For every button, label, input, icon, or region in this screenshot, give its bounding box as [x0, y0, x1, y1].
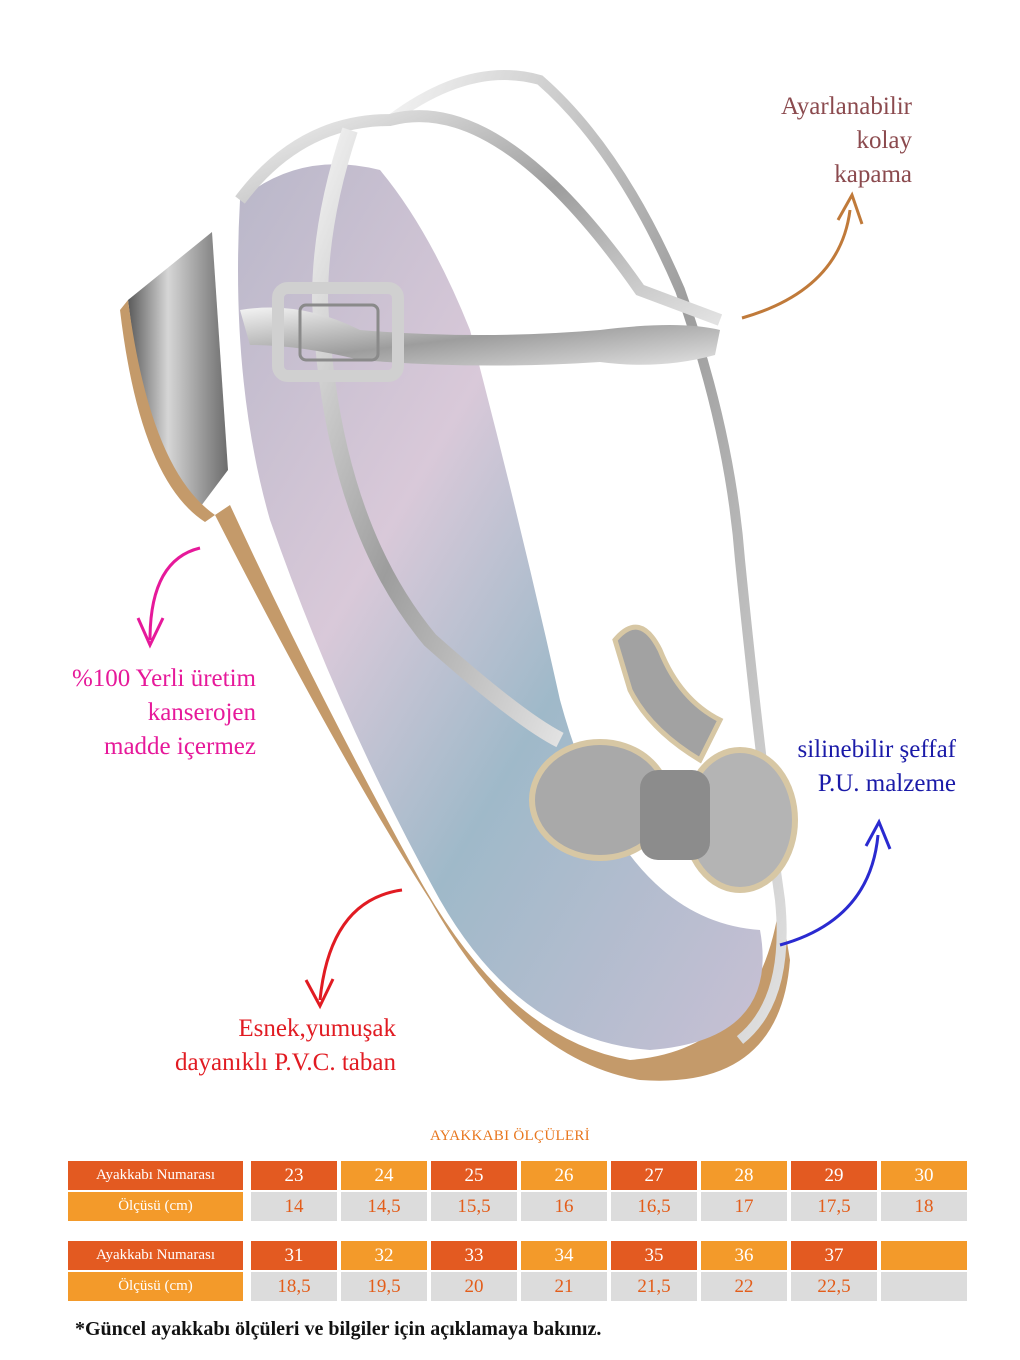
size-number: 25	[431, 1161, 517, 1190]
heel-tip	[120, 300, 215, 522]
arrow-closure	[741, 209, 852, 320]
size-row-numbers-1: Ayakkabı Numarası 23 24 25 26 27 28 29 3…	[68, 1161, 971, 1190]
callout-line: madde içermez	[104, 733, 256, 760]
arrow-local	[148, 546, 201, 641]
size-cm: 21	[521, 1272, 607, 1301]
callout-line: silinebilir şeffaf	[797, 736, 956, 763]
callout-line: dayanıklı P.V.C. taban	[174, 1049, 396, 1076]
size-number: 32	[341, 1241, 427, 1270]
callout-pu-material: silinebilir şeffaf P.U. malzeme	[720, 733, 956, 801]
callout-line: %100 Yerli üretim	[71, 665, 256, 692]
callout-line: P.U. malzeme	[817, 770, 956, 797]
row-label-number: Ayakkabı Numarası	[68, 1161, 243, 1190]
strap	[240, 307, 720, 366]
size-cm: 21,5	[611, 1272, 697, 1301]
size-cm: 22,5	[791, 1272, 877, 1301]
shoe-product-image	[120, 70, 892, 1081]
unicorn-horn	[612, 624, 724, 764]
size-number: 26	[521, 1161, 607, 1190]
size-cm: 22	[701, 1272, 787, 1301]
callout-adjustable-closure: Ayarlanabilir kolay kapama	[700, 90, 912, 192]
size-number: 36	[701, 1241, 787, 1270]
size-number: 37	[791, 1241, 877, 1270]
size-number: 24	[341, 1161, 427, 1190]
size-cm: 16,5	[611, 1192, 697, 1221]
buckle	[272, 282, 404, 382]
row-label-number: Ayakkabı Numarası	[68, 1241, 243, 1270]
vamp-edge	[387, 70, 787, 1044]
size-cm: 16	[521, 1192, 607, 1221]
callout-local-production: %100 Yerli üretim kanserojen madde içerm…	[20, 662, 256, 764]
callout-pvc-sole: Esnek,yumuşak dayanıklı P.V.C. taban	[160, 1012, 396, 1080]
size-cm: 14	[251, 1192, 337, 1221]
heel-shape	[128, 232, 228, 510]
size-cm: 17	[701, 1192, 787, 1221]
collar-edge	[235, 110, 723, 326]
side-trim	[311, 127, 564, 748]
size-table-title: AYAKKABI ÖLÇÜLERİ	[430, 1128, 590, 1144]
size-cm: 17,5	[791, 1192, 877, 1221]
size-number: 31	[251, 1241, 337, 1270]
size-cm: 14,5	[341, 1192, 427, 1221]
size-number: 33	[431, 1241, 517, 1270]
callout-line: kanserojen	[147, 699, 256, 726]
size-cm-empty	[881, 1272, 967, 1301]
size-cm: 18	[881, 1192, 967, 1221]
size-row-numbers-2: Ayakkabı Numarası 31 32 33 34 35 36 37	[68, 1241, 971, 1270]
footnote: *Güncel ayakkabı ölçüleri ve bilgiler iç…	[75, 1318, 602, 1340]
size-row-cm-1: Ölçüsü (cm) 14 14,5 15,5 16 16,5 17 17,5…	[68, 1192, 971, 1221]
size-number: 29	[791, 1161, 877, 1190]
bow-knot	[640, 770, 710, 860]
size-number: 27	[611, 1161, 697, 1190]
arrow-sole	[318, 888, 403, 1001]
size-cm: 19,5	[341, 1272, 427, 1301]
size-number: 23	[251, 1161, 337, 1190]
size-number: 28	[701, 1161, 787, 1190]
insole	[238, 164, 763, 1050]
size-number: 34	[521, 1241, 607, 1270]
callout-line: Esnek,yumuşak	[238, 1015, 396, 1042]
callout-line: Ayarlanabilir	[781, 93, 912, 120]
size-cm: 15,5	[431, 1192, 517, 1221]
size-cm: 20	[431, 1272, 517, 1301]
row-label-size: Ölçüsü (cm)	[68, 1272, 243, 1301]
size-cm: 18,5	[251, 1272, 337, 1301]
size-number-empty	[881, 1241, 967, 1270]
row-label-size: Ölçüsü (cm)	[68, 1192, 243, 1221]
callout-line: kapama	[834, 161, 912, 188]
arrow-material	[779, 834, 880, 947]
callout-line: kolay	[856, 127, 912, 154]
size-row-cm-2: Ölçüsü (cm) 18,5 19,5 20 21 21,5 22 22,5	[68, 1272, 971, 1301]
size-number: 30	[881, 1161, 967, 1190]
size-number: 35	[611, 1241, 697, 1270]
